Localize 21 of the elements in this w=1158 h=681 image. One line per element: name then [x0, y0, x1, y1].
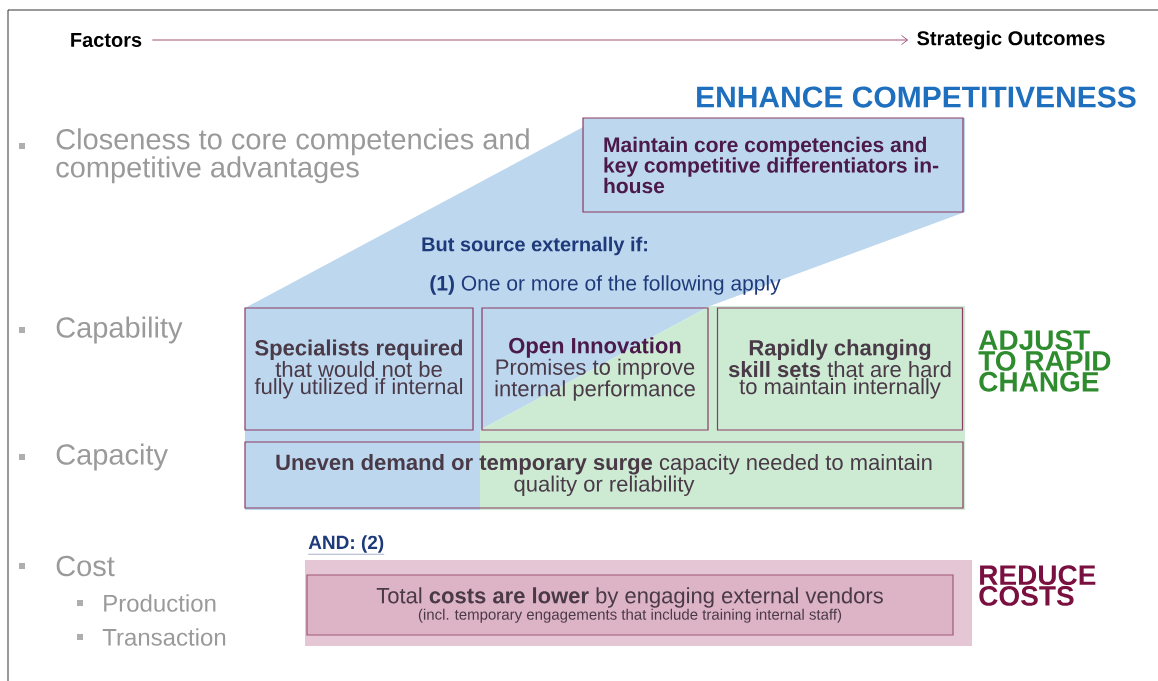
text-box: Maintain core competencies and key competitive differentiators in-house: [582, 117, 964, 213]
text-box: Rapidly changing skill sets that are hard to maintain internally: [716, 307, 964, 431]
text-box: Open Innovation Promises to improve internal performance: [481, 307, 709, 431]
bullet-label: Capability: [19, 316, 183, 344]
text-box: Specialists required that would not be fully utilized if internal: [244, 307, 474, 431]
arrow: [151, 35, 909, 45]
bullet-label: Closeness to core competencies and competitive advantages: [19, 128, 529, 184]
bullet-label: Cost: [19, 555, 115, 577]
header-label: Strategic Outcomes: [917, 30, 1105, 50]
text-box: Total costs are lower by engaging external vendors (incl. temporary engagements that include training internal staff): [306, 574, 954, 636]
condition-text: (1) One or more of the following apply: [430, 275, 781, 295]
outcome-heading: ADJUST TO RAPID CHANGE: [978, 330, 1111, 392]
outcome-heading: REDUCE COSTS: [979, 565, 1096, 606]
bullet-label: Production: [77, 594, 216, 612]
condition-heading: But source externally if:: [422, 236, 647, 256]
condition-heading: AND: (2): [308, 535, 385, 555]
text-box: Uneven demand or temporary surge capacity needed to maintain quality or reliability: [244, 441, 964, 509]
bullet-label: Capacity: [19, 443, 168, 471]
header-label: Factors: [71, 33, 142, 47]
outcome-heading: ENHANCE COMPETITIVENESS: [697, 86, 1136, 108]
bullet-label: Transaction: [77, 628, 226, 646]
